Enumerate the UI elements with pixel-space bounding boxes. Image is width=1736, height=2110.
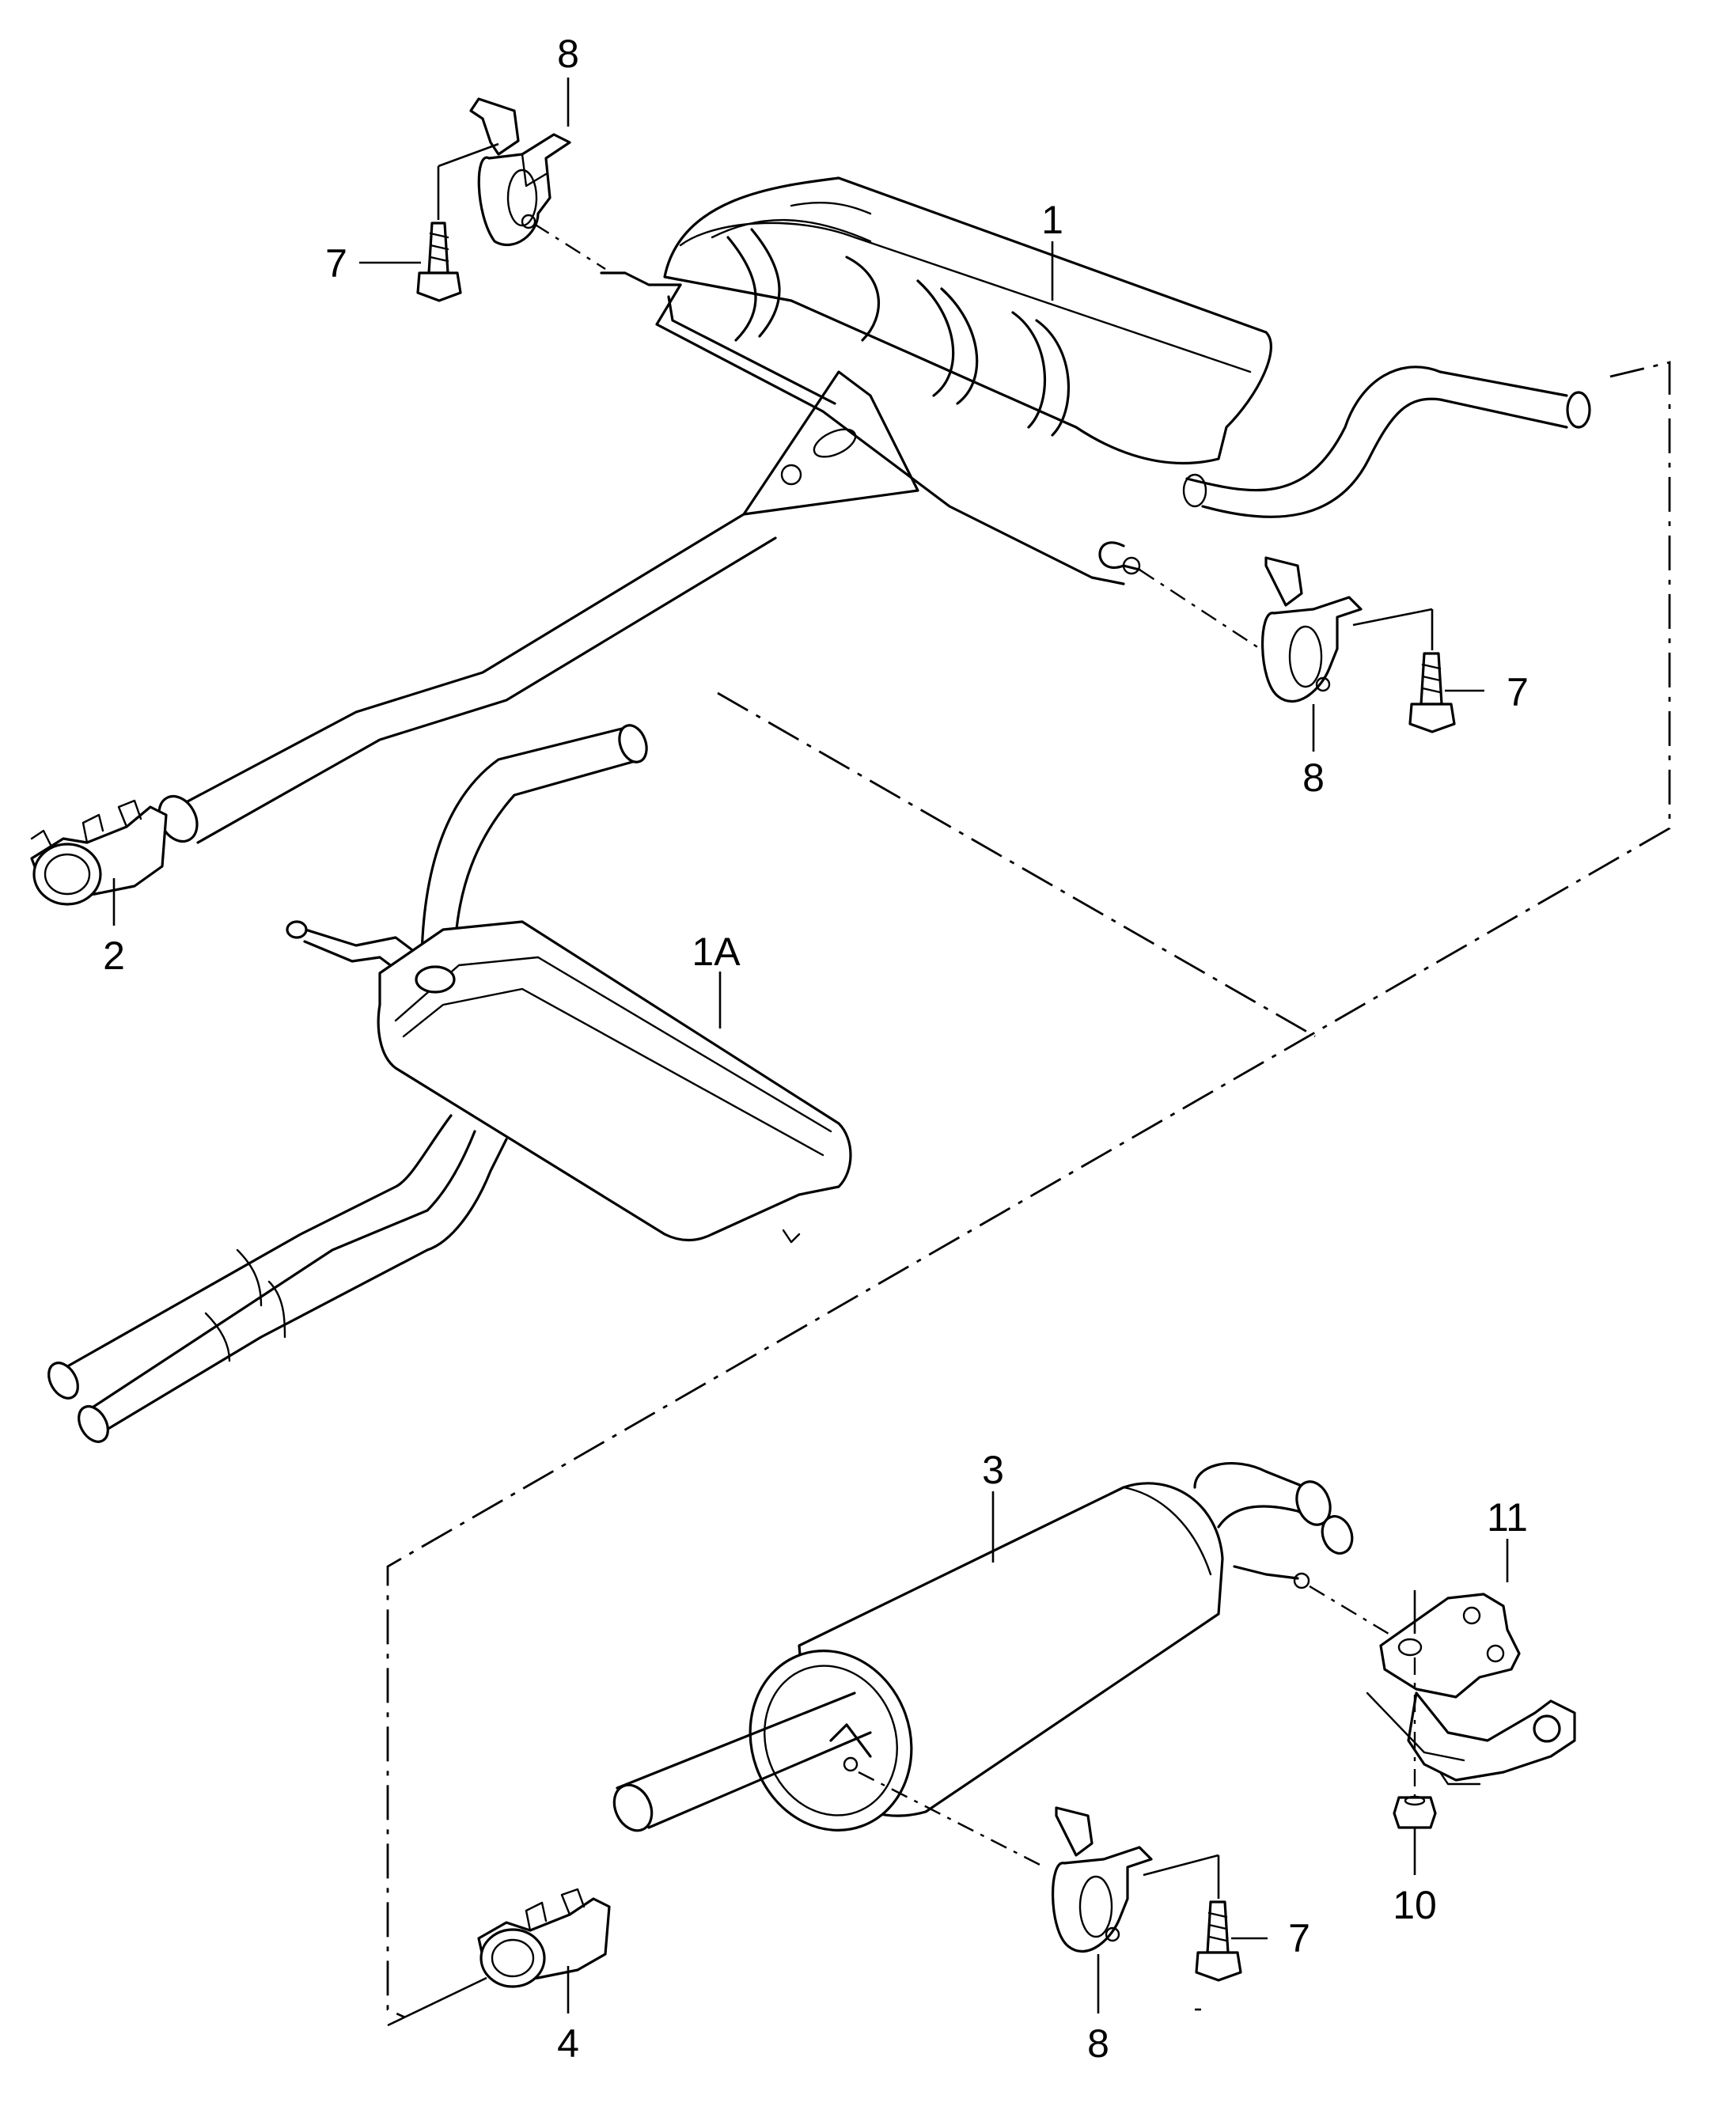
- callout-1: 1: [1041, 198, 1063, 242]
- screw-lower: [1195, 1855, 1268, 1982]
- callout-7-top: 7: [325, 241, 347, 286]
- callout-10: 10: [1393, 1883, 1437, 1927]
- rear-silencer-part-3: [612, 1462, 1389, 1869]
- clamp-part-4: [387, 1888, 611, 2027]
- screw-upper-left: [416, 142, 499, 302]
- bracket-part-11: [1366, 1539, 1576, 1796]
- rubber-mount-upper-left: [469, 97, 606, 271]
- screw-right: [1408, 609, 1484, 733]
- front-silencer-part-1: [157, 176, 1591, 844]
- rubber-mount-lower: [1052, 1806, 1219, 2013]
- group-boundary-lines: [386, 361, 1671, 2019]
- callout-3: 3: [982, 1448, 1004, 1492]
- clamp-part-2: [30, 799, 168, 926]
- rubber-mount-right: [1139, 556, 1433, 752]
- callout-8-top: 8: [557, 32, 579, 76]
- callout-8-right: 8: [1302, 756, 1325, 800]
- nut-part-10: [1393, 1795, 1437, 1875]
- callout-7-lower: 7: [1288, 1916, 1310, 1960]
- callout-11: 11: [1487, 1495, 1528, 1540]
- callout-4: 4: [557, 2021, 579, 2066]
- callout-7-right: 7: [1507, 670, 1529, 714]
- callout-2: 2: [103, 934, 125, 978]
- callout-8-lower: 8: [1087, 2021, 1109, 2066]
- callout-1A: 1A: [692, 930, 741, 974]
- alt-silencer-part-1A: [47, 724, 852, 1443]
